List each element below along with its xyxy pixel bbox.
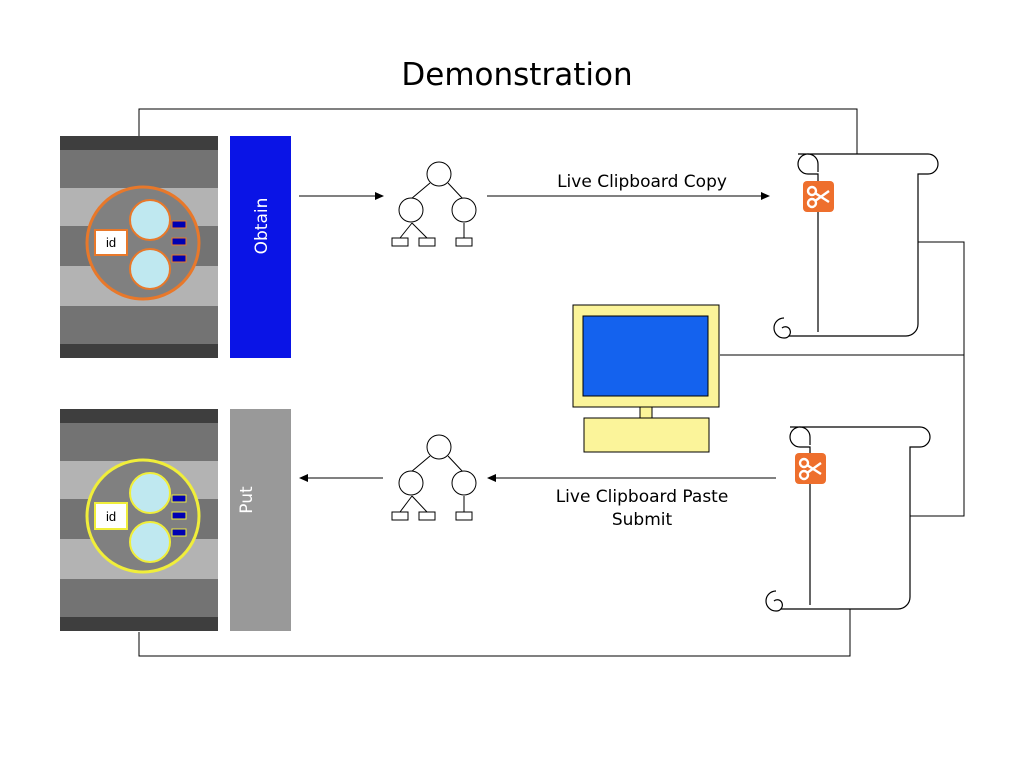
- copy-label: Live Clipboard Copy: [557, 172, 727, 192]
- bubble-lower: [129, 521, 171, 563]
- target-page-panel: id: [60, 409, 218, 631]
- id-label: id: [106, 235, 116, 250]
- arrow-tree-to-put: [299, 474, 383, 482]
- arrow-obtain-to-tree: [299, 192, 384, 200]
- port: [171, 254, 187, 263]
- paste-label: Live Clipboard Paste: [556, 487, 729, 507]
- port: [171, 237, 187, 246]
- bubble-upper: [129, 472, 171, 514]
- tree-icon: [391, 161, 477, 247]
- port: [171, 528, 187, 537]
- arrow-paste: [487, 474, 776, 482]
- bubble-upper: [129, 199, 171, 241]
- obtain-bar: [230, 136, 291, 358]
- id-label: id: [106, 509, 116, 524]
- id-box: [94, 502, 128, 530]
- port: [171, 494, 187, 503]
- page-title: Demonstration: [401, 57, 632, 93]
- arrow-copy: [487, 192, 770, 200]
- tree-icon: [391, 434, 477, 521]
- port: [171, 511, 187, 520]
- microformat-widget: id: [85, 185, 201, 301]
- bubble-lower: [129, 248, 171, 290]
- scissors-icon: [803, 181, 834, 212]
- connector-lines: [138, 108, 965, 657]
- clipboard-scroll-top: [773, 153, 939, 339]
- port: [171, 220, 187, 229]
- scissors-icon: [795, 453, 826, 484]
- obtain-label: Obtain: [252, 198, 272, 255]
- computer-monitor-icon: [572, 304, 720, 453]
- source-page-panel: id: [60, 136, 218, 358]
- put-label: Put: [237, 486, 257, 514]
- submit-label: Submit: [612, 510, 673, 530]
- id-box: [94, 229, 128, 256]
- microformat-widget: id: [85, 458, 201, 574]
- clipboard-scroll-bottom: [765, 426, 931, 612]
